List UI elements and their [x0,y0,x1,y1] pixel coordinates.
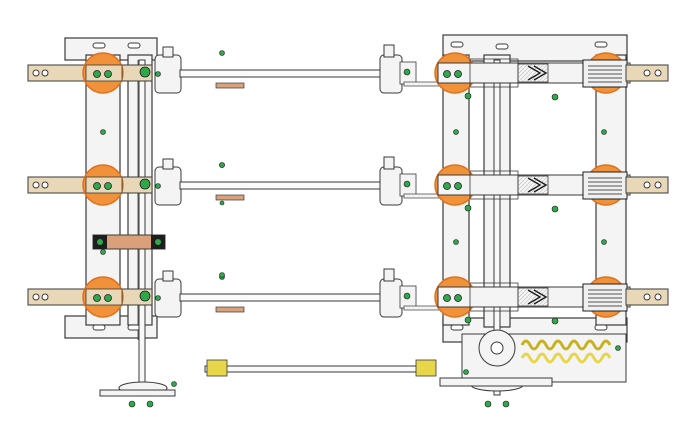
left-coupling-icon [206,359,228,377]
busbar-hole [643,69,651,77]
right-coupling-icon [415,359,437,377]
spring-icon [520,339,612,351]
bolt-icon [93,70,101,78]
left-frame-slots [92,42,141,331]
linkage-rod [204,365,436,373]
right-base-plate [439,377,553,387]
busbar-hole [41,69,49,77]
right-frame-slots [450,41,608,331]
contact-knife-icon [517,63,549,83]
post-holes [100,129,607,255]
busbar-hole [32,69,40,77]
bolt-icon [104,70,112,78]
misc-bolts [219,162,225,278]
left-copper-bracket [92,234,166,250]
copper-link [215,82,245,89]
busbar-hole [654,69,662,77]
pole-1 [27,44,669,101]
bolt-icon [443,70,451,78]
left-base-plate [99,389,176,397]
pole-2 [27,156,669,213]
operating-mechanism [99,329,627,408]
right-clamp-icon [379,54,403,94]
spring-contact-icon [582,59,628,88]
bolt-icon [454,70,462,78]
pivot-bolt-icon [139,66,151,78]
insulating-rod [179,69,383,78]
